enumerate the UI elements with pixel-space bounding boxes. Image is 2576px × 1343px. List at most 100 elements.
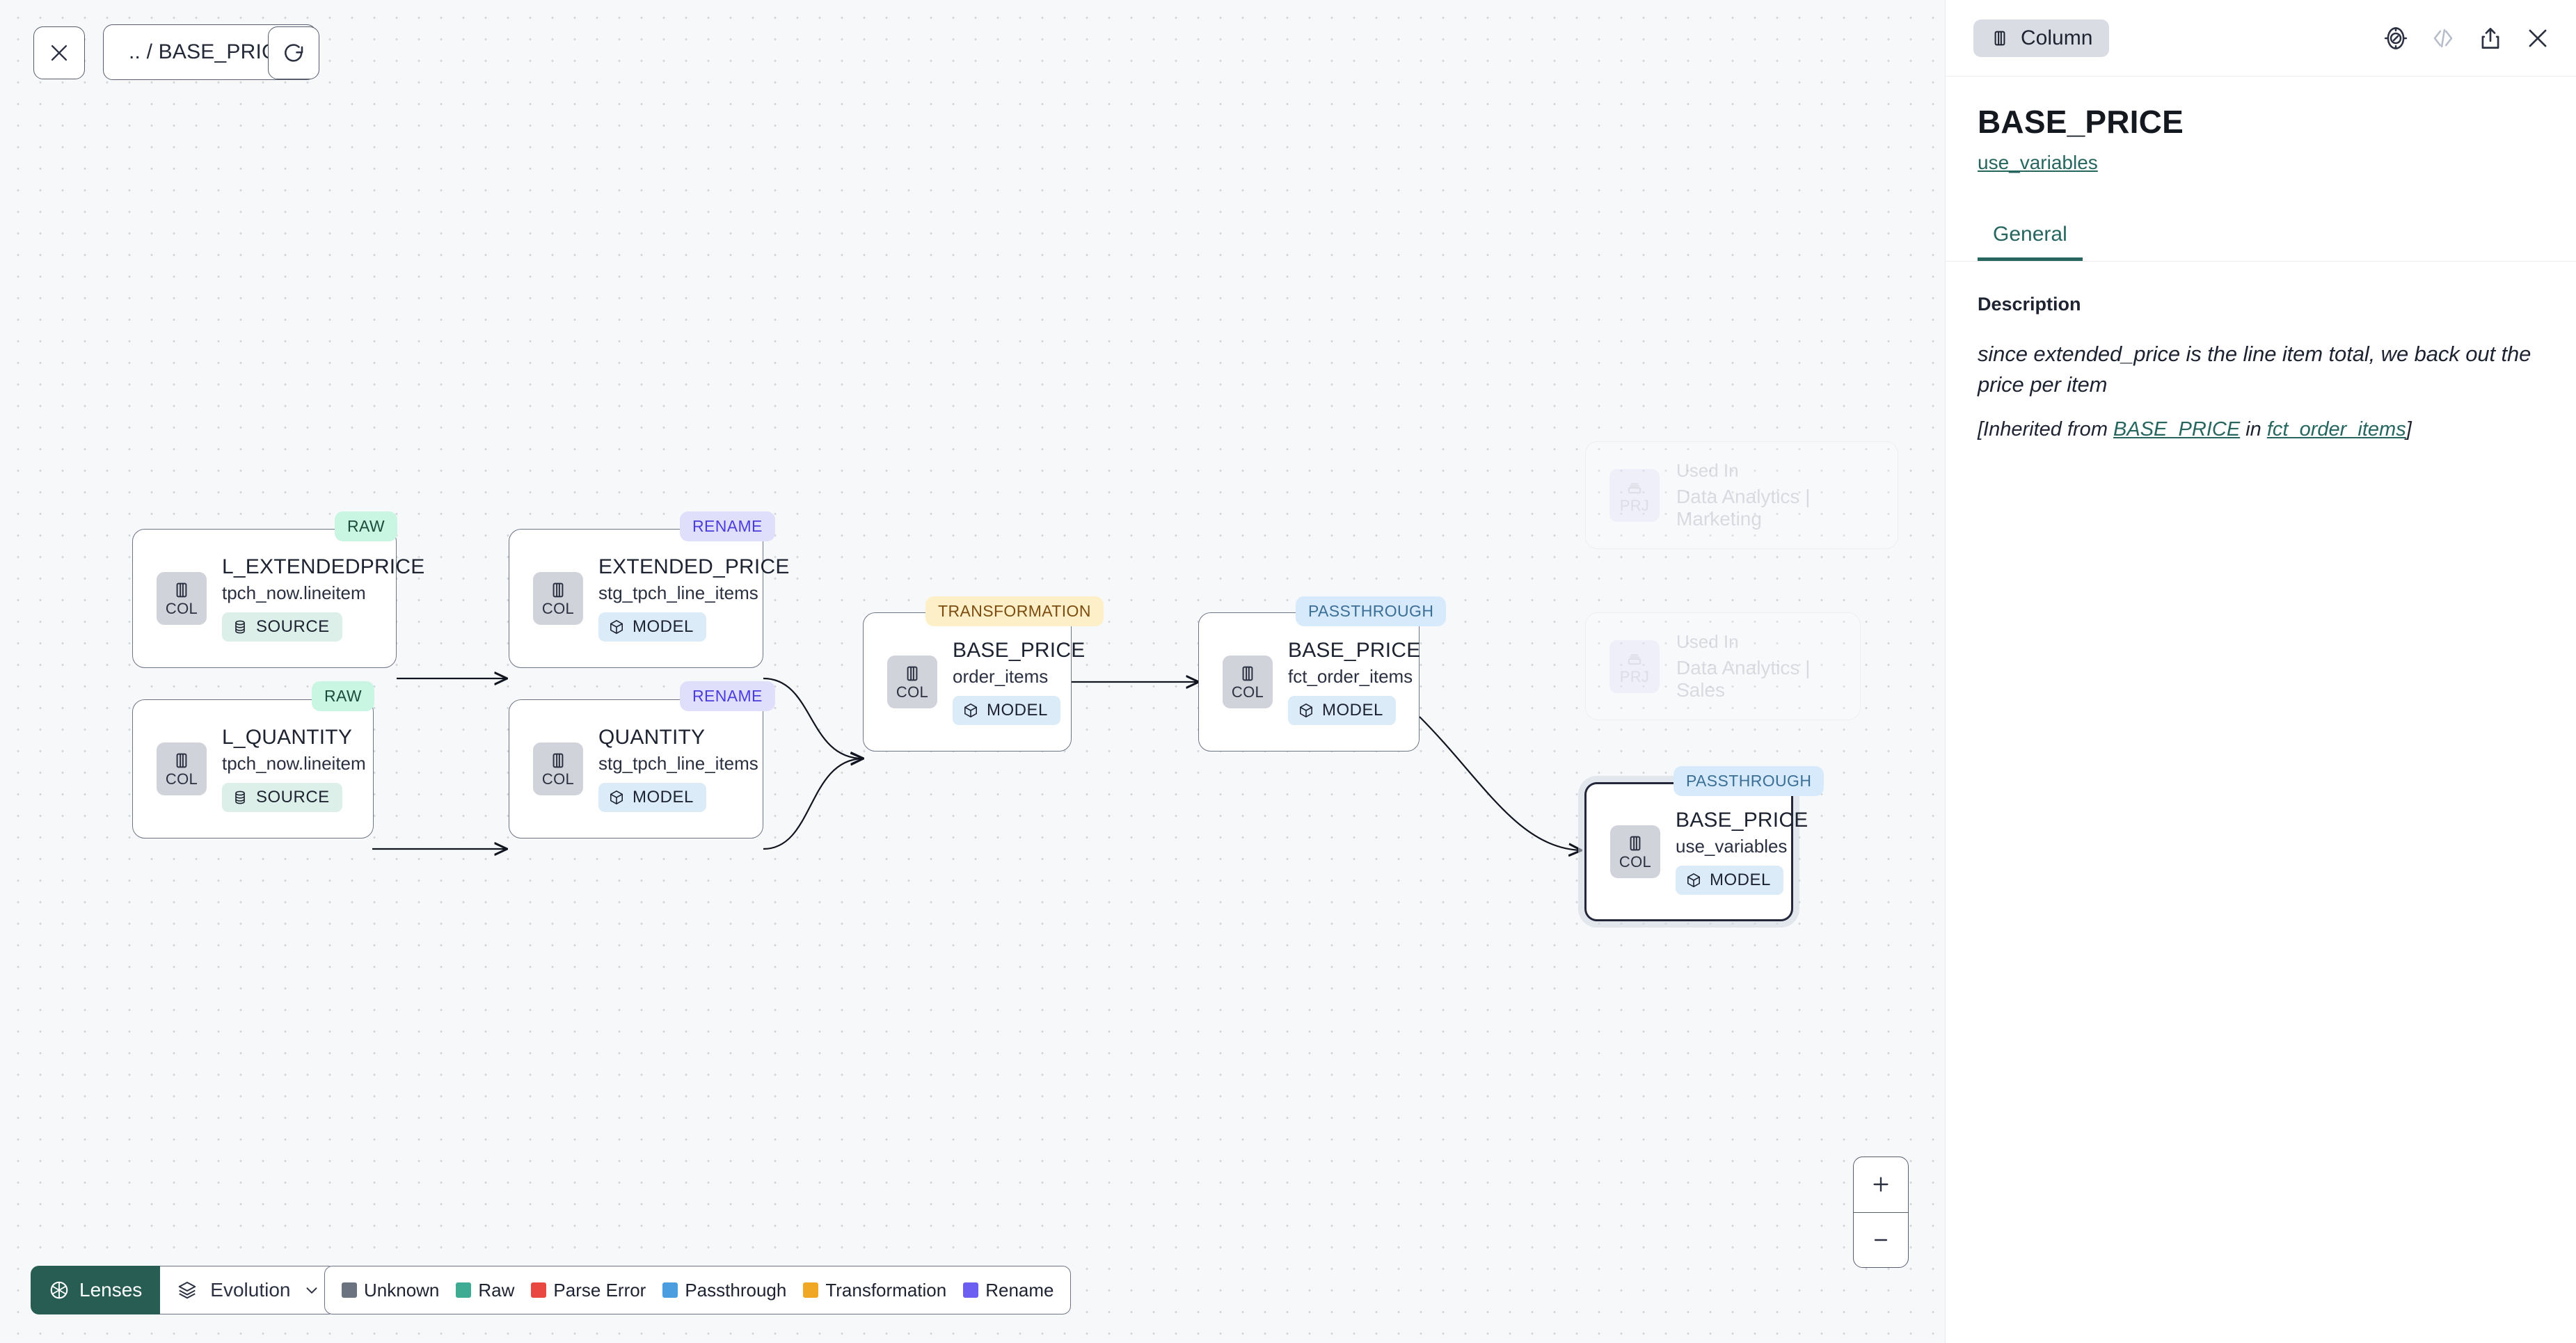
graph-node-base-price-use-variables[interactable]: COL BASE_PRICE use_variables MODEL bbox=[1584, 782, 1808, 921]
edge-extprice-to-baseprice bbox=[763, 677, 863, 758]
used-in-label: Used In bbox=[1676, 631, 1739, 652]
minus-icon bbox=[1874, 1239, 1888, 1241]
col-chip-label: COL bbox=[165, 600, 198, 617]
zoom-in-button[interactable] bbox=[1854, 1157, 1908, 1213]
graph-node-base-price-order-items[interactable]: COL BASE_PRICE order_items MODEL bbox=[863, 612, 1085, 752]
panel-header: BASE_PRICE use_variables bbox=[1946, 77, 2576, 174]
legend-swatch bbox=[963, 1282, 979, 1298]
zoom-out-button[interactable] bbox=[1854, 1213, 1908, 1268]
node-title: L_QUANTITY bbox=[222, 726, 353, 749]
panel-content: Description since extended_price is the … bbox=[1946, 262, 2576, 441]
lenses-label: Lenses bbox=[79, 1279, 143, 1301]
col-chip-label: COL bbox=[541, 600, 575, 617]
type-badge: Column bbox=[1973, 19, 2110, 57]
details-panel: Column bbox=[1945, 0, 2576, 1343]
project-icon bbox=[1628, 653, 1641, 665]
node-pill-label: MODEL bbox=[633, 787, 694, 806]
legend-label: Parse Error bbox=[553, 1279, 646, 1301]
evolution-dropdown[interactable]: Evolution bbox=[160, 1266, 337, 1314]
project-icon bbox=[1628, 482, 1641, 493]
legend-swatch bbox=[803, 1282, 819, 1298]
graph-node-quantity[interactable]: COL QUANTITY stg_tpch_line_items MODEL bbox=[509, 699, 763, 839]
lineage-canvas[interactable]: .. / BASE_PRICE RAW COL L_EXTENDEDPRICE … bbox=[0, 0, 1945, 1343]
node-tag-rename: RENAME bbox=[680, 511, 775, 541]
inherited-column-link[interactable]: BASE_PRICE bbox=[2113, 418, 2241, 441]
refresh-icon bbox=[285, 44, 303, 62]
close-icon[interactable] bbox=[2525, 25, 2551, 51]
aperture-icon bbox=[50, 1281, 68, 1299]
used-in-label: Used In bbox=[1676, 460, 1739, 481]
column-icon bbox=[176, 582, 187, 598]
zoom-controls bbox=[1853, 1157, 1909, 1268]
prj-chip-label: PRJ bbox=[1619, 496, 1650, 514]
used-in-card-sales[interactable]: PRJ Used In Data Analytics | Sales bbox=[1585, 612, 1861, 720]
node-tag-raw: RAW bbox=[335, 511, 398, 541]
legend-item-rename: Rename bbox=[963, 1280, 1054, 1301]
inherited-model-link[interactable]: fct_order_items bbox=[2266, 418, 2406, 441]
graph-node-extended-price[interactable]: COL EXTENDED_PRICE stg_tpch_line_items M… bbox=[509, 529, 789, 668]
legend-label: Transformation bbox=[825, 1279, 947, 1301]
column-icon bbox=[176, 753, 187, 768]
prj-chip: PRJ bbox=[1609, 639, 1660, 693]
cube-icon bbox=[1687, 873, 1700, 887]
node-subtitle: tpch_now.lineitem bbox=[222, 752, 366, 774]
graph-node-l-quantity[interactable]: COL L_QUANTITY tpch_now.lineitem SOURCE bbox=[132, 699, 374, 839]
legend-item-passthrough: Passthrough bbox=[662, 1280, 786, 1301]
used-in-card-marketing[interactable]: PRJ Used In Data Analytics | Marketing bbox=[1585, 441, 1898, 549]
node-pill-model: MODEL bbox=[1676, 865, 1783, 895]
node-pill-model: MODEL bbox=[953, 695, 1060, 725]
col-chip-label: COL bbox=[1619, 853, 1652, 871]
cube-icon bbox=[1300, 703, 1312, 717]
column-icon bbox=[1630, 836, 1641, 851]
share-icon[interactable] bbox=[2477, 25, 2504, 51]
column-icon bbox=[552, 582, 564, 598]
edge-fct-to-usevariables bbox=[1419, 716, 1581, 850]
node-subtitle: order_items bbox=[953, 665, 1049, 687]
graph-node-base-price-fct-order-items[interactable]: COL BASE_PRICE fct_order_items MODEL bbox=[1198, 612, 1420, 752]
cube-icon bbox=[964, 703, 977, 717]
graph-node-l-extendedprice[interactable]: COL L_EXTENDEDPRICE tpch_now.lineitem SO… bbox=[132, 529, 424, 668]
node-pill-source: SOURCE bbox=[222, 612, 342, 642]
inherited-suffix: ] bbox=[2406, 418, 2412, 441]
node-title: BASE_PRICE bbox=[1676, 809, 1808, 832]
col-chip: COL bbox=[157, 742, 207, 795]
node-title: EXTENDED_PRICE bbox=[598, 555, 790, 579]
panel-actions bbox=[2383, 25, 2551, 51]
page-title: BASE_PRICE bbox=[1978, 104, 2184, 140]
col-chip: COL bbox=[887, 655, 937, 708]
description-label: Description bbox=[1978, 294, 2081, 315]
node-subtitle: stg_tpch_line_items bbox=[598, 582, 758, 603]
lenses-button[interactable]: Lenses bbox=[31, 1266, 161, 1314]
prj-chip-label: PRJ bbox=[1619, 667, 1650, 685]
lenses-control-group: Lenses Evolution bbox=[31, 1266, 337, 1314]
legend-swatch bbox=[342, 1282, 357, 1298]
panel-tabs: General bbox=[1946, 214, 2576, 262]
cube-icon bbox=[610, 619, 623, 634]
used-in-name: Data Analytics | Marketing bbox=[1676, 486, 1811, 530]
node-pill-label: MODEL bbox=[987, 700, 1048, 720]
legend-label: Rename bbox=[985, 1279, 1054, 1301]
node-pill-model: MODEL bbox=[598, 612, 706, 642]
column-icon bbox=[1994, 31, 2005, 45]
node-pill-model: MODEL bbox=[598, 782, 706, 812]
inherited-prefix: [Inherited from bbox=[1978, 418, 2114, 441]
node-pill-label: SOURCE bbox=[256, 787, 330, 806]
layers-icon bbox=[179, 1282, 196, 1299]
code-icon[interactable] bbox=[2430, 25, 2456, 51]
tab-general[interactable]: General bbox=[1978, 214, 2083, 261]
panel-subtitle-link[interactable]: use_variables bbox=[1978, 152, 2098, 173]
col-chip: COL bbox=[533, 742, 583, 795]
node-tag-passthrough: PASSTHROUGH bbox=[1296, 596, 1447, 626]
database-icon bbox=[235, 620, 245, 634]
description-inherited: [Inherited from BASE_PRICE in fct_order_… bbox=[1978, 418, 2544, 441]
close-canvas-button[interactable] bbox=[33, 26, 85, 79]
node-title: BASE_PRICE bbox=[953, 639, 1086, 662]
refresh-button[interactable] bbox=[268, 26, 319, 79]
used-in-name: Data Analytics | Sales bbox=[1676, 657, 1811, 701]
close-icon bbox=[51, 45, 67, 61]
col-chip: COL bbox=[533, 572, 583, 625]
node-tag-transformation: TRANSFORMATION bbox=[925, 596, 1104, 626]
node-tag-passthrough: PASSTHROUGH bbox=[1673, 766, 1824, 796]
compass-icon[interactable] bbox=[2383, 25, 2409, 51]
col-chip-label: COL bbox=[1231, 683, 1264, 701]
